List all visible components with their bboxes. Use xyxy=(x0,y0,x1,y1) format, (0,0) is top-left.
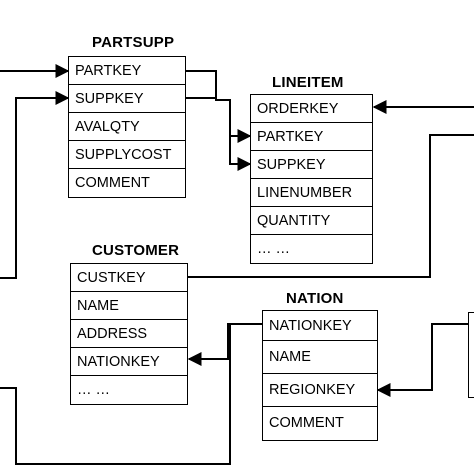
customer-field: NAME xyxy=(71,292,187,320)
lineitem-title: LINEITEM xyxy=(272,74,344,91)
lineitem-field: … … xyxy=(257,241,291,257)
nation-table: NATIONKEY NAME REGIONKEY COMMENT xyxy=(262,310,378,441)
link-left-to-partsupp-suppkey xyxy=(0,91,70,279)
link-customer-custkey-to-right xyxy=(187,134,474,278)
partsupp-field: AVALQTY xyxy=(69,113,185,141)
nation-title: NATION xyxy=(286,290,344,307)
lineitem-field: SUPPKEY xyxy=(251,151,372,179)
customer-field: ADDRESS xyxy=(71,320,187,348)
nation-field: NATIONKEY xyxy=(263,311,377,341)
link-partsupp-suppkey-to-lineitem-suppkey xyxy=(185,97,250,164)
partsupp-field: COMMENT xyxy=(75,175,150,191)
partsupp-field: SUPPKEY xyxy=(69,85,185,113)
customer-field: CUSTKEY xyxy=(71,264,187,292)
nation-field: COMMENT xyxy=(269,415,344,431)
offscreen-table-edge xyxy=(468,312,474,398)
customer-title: CUSTOMER xyxy=(92,242,180,259)
lineitem-field: LINENUMBER xyxy=(251,179,372,207)
customer-field: NATIONKEY xyxy=(71,348,187,376)
link-partsupp-partkey-to-lineitem-partkey xyxy=(185,70,252,143)
lineitem-field: PARTKEY xyxy=(251,123,372,151)
customer-table: CUSTKEY NAME ADDRESS NATIONKEY … … xyxy=(70,263,188,405)
link-right-to-nation-regionkey xyxy=(376,323,474,397)
nation-field: REGIONKEY xyxy=(263,374,377,407)
lineitem-field: QUANTITY xyxy=(251,207,372,235)
nation-field: NAME xyxy=(263,341,377,374)
partsupp-table: PARTKEY SUPPKEY AVALQTY SUPPLYCOST COMME… xyxy=(68,56,186,198)
lineitem-table: ORDERKEY PARTKEY SUPPKEY LINENUMBER QUAN… xyxy=(250,94,373,264)
partsupp-field: PARTKEY xyxy=(69,57,185,85)
customer-field: … … xyxy=(77,382,111,398)
lineitem-field: ORDERKEY xyxy=(251,95,372,123)
link-nation-nationkey-to-customer-nationkey xyxy=(187,323,262,366)
partsupp-title: PARTSUPP xyxy=(92,34,175,51)
link-bottom-left xyxy=(0,324,231,465)
partsupp-field: SUPPLYCOST xyxy=(69,141,185,169)
